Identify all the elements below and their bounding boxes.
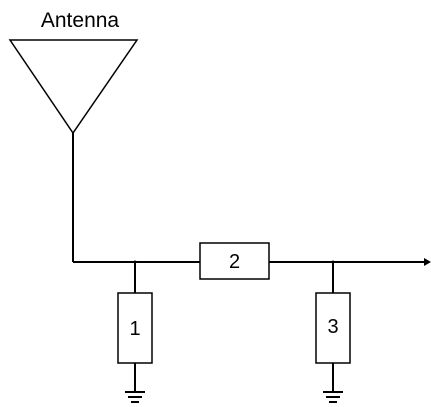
junction-dot-1 xyxy=(133,260,137,264)
component-3-label: 3 xyxy=(327,316,338,338)
ground-symbol-3 xyxy=(323,391,343,403)
component-2-label: 2 xyxy=(229,251,240,273)
output-arrow xyxy=(424,258,431,266)
shunt-branch-1: 1 xyxy=(117,262,153,403)
ground-symbol-1 xyxy=(125,391,145,403)
component-2: 2 xyxy=(199,242,270,280)
shunt-branch-3: 3 xyxy=(315,262,351,403)
junction-dot-3 xyxy=(331,260,335,264)
antenna-label: Antenna xyxy=(41,9,120,32)
component-1-label: 1 xyxy=(129,318,140,340)
antenna-symbol xyxy=(8,39,139,135)
